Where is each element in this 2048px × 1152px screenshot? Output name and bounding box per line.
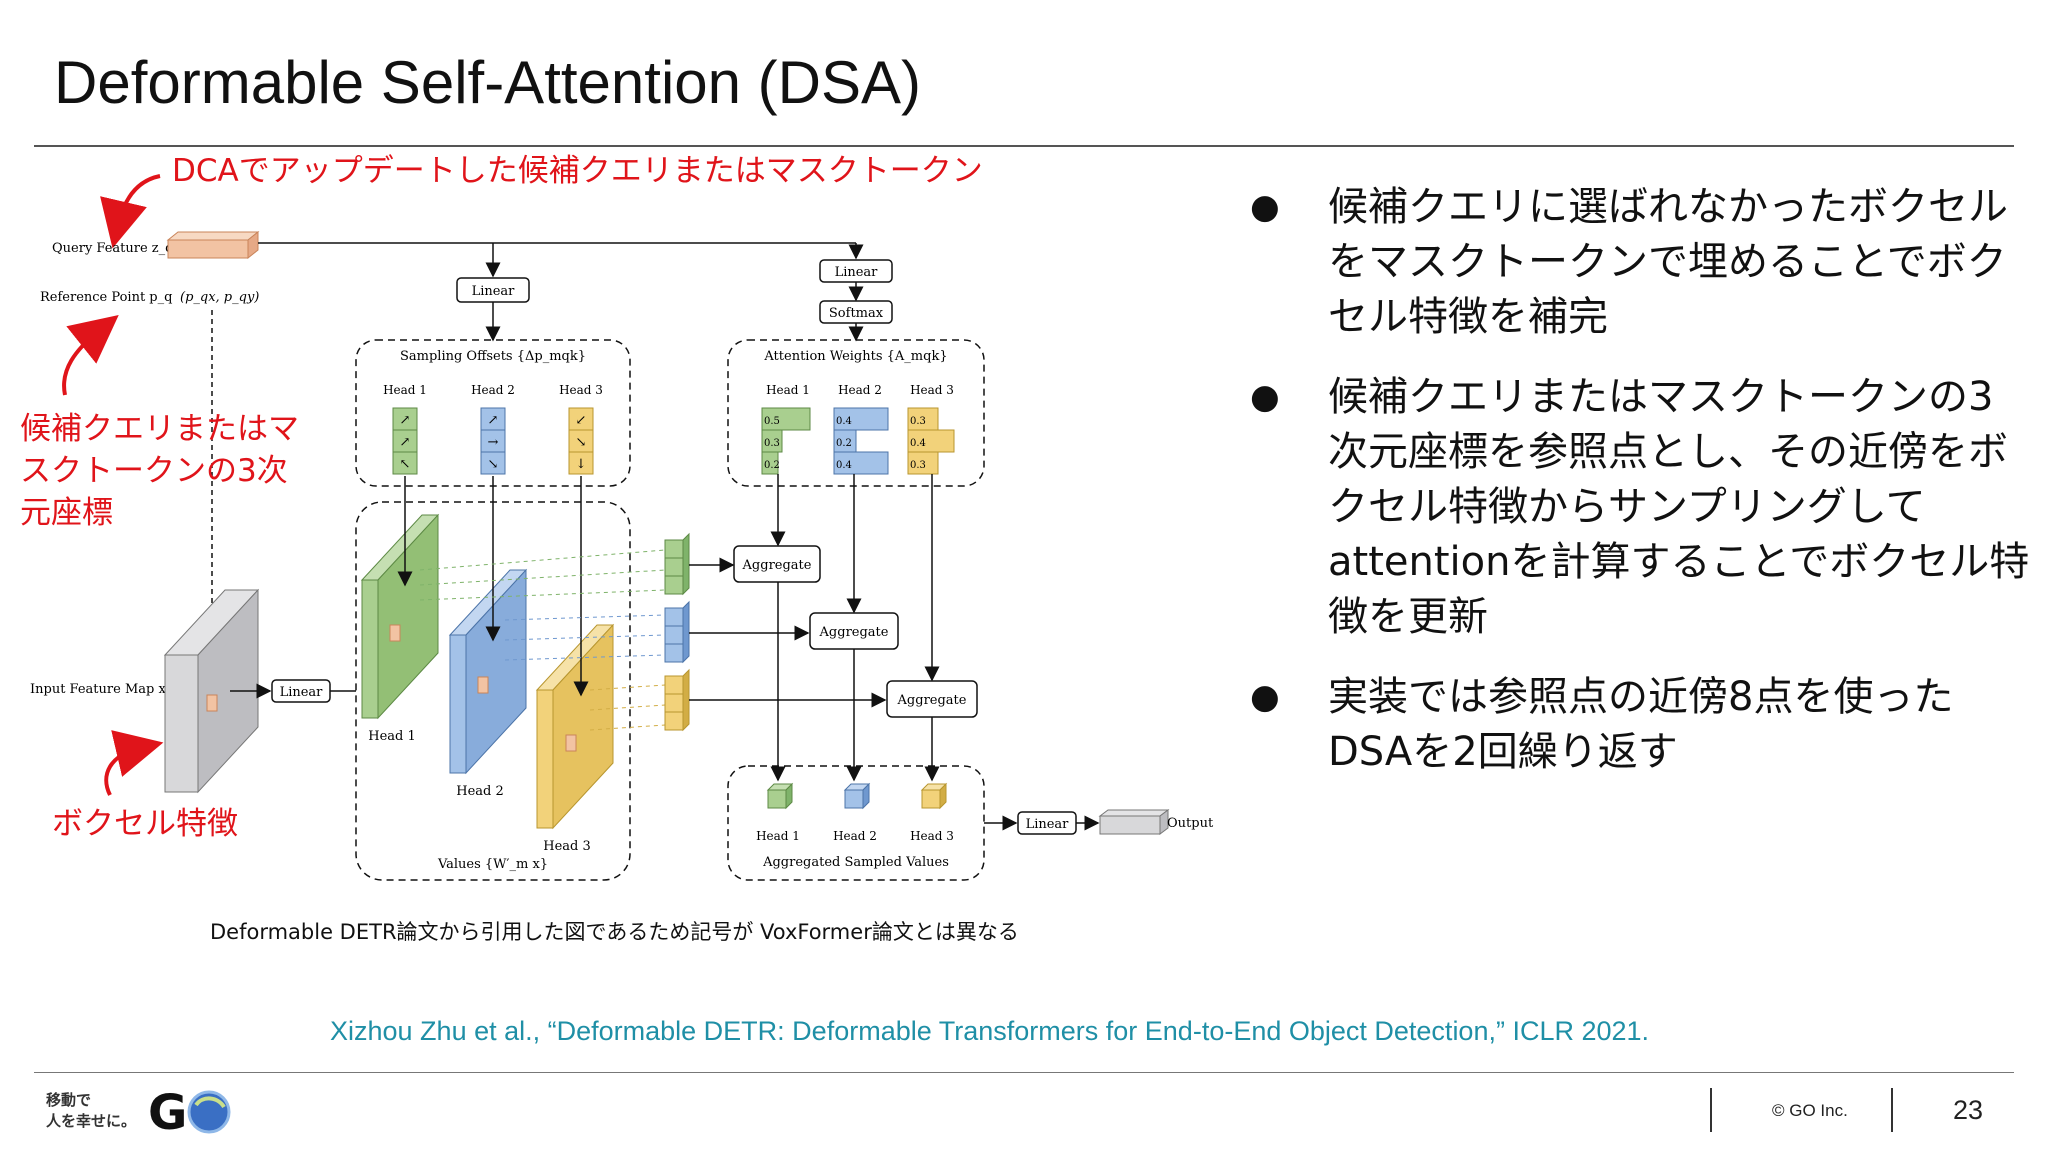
page-title: Deformable Self-Attention (DSA) — [54, 49, 922, 116]
svg-text:Head 3: Head 3 — [543, 839, 591, 854]
svg-text:Aggregate: Aggregate — [819, 625, 889, 640]
bullet-dot-icon: ● — [1250, 677, 1280, 717]
aggregate-box-head1 — [733, 545, 821, 583]
svg-text:Head 2: Head 2 — [833, 829, 877, 843]
value-plane-head3 — [535, 623, 615, 830]
svg-text:↗: ↗ — [400, 435, 411, 450]
svg-text:Head 1: Head 1 — [368, 729, 416, 744]
bullet-item: ● 候補クエリに選ばれなかったボクセルをマスクトークンで埋めることでボクセル特徴… — [1250, 180, 2030, 345]
svg-text:↗: ↗ — [400, 413, 411, 428]
svg-text:0.4: 0.4 — [836, 416, 852, 427]
svg-text:Aggregate: Aggregate — [897, 693, 967, 708]
sampled-stack-head1 — [664, 532, 690, 596]
aggregated-cube-head3 — [920, 782, 948, 810]
svg-text:↘: ↘ — [576, 435, 587, 450]
svg-text:Head 3: Head 3 — [910, 829, 954, 843]
go-logo: GO — [148, 1085, 231, 1137]
aggregated-values-label: Aggregated Sampled Values — [762, 855, 949, 870]
offset-cells-head1: ↗ ↗ ↖ — [392, 407, 418, 475]
citation: Xizhou Zhu et al., “Deformable DETR: Def… — [330, 1016, 1650, 1046]
svg-text:Softmax: Softmax — [829, 306, 884, 321]
offset-cells-head3: ↙ ↘ ↓ — [568, 407, 594, 475]
sampling-lines — [419, 549, 666, 731]
values-label: Values {W′_m x} — [437, 857, 548, 872]
svg-text:0.4: 0.4 — [836, 460, 852, 471]
svg-text:Linear: Linear — [472, 284, 516, 299]
svg-text:Head 2: Head 2 — [471, 383, 515, 397]
dsa-diagram: Query Feature z_q Reference Point p_q (p… — [30, 174, 1214, 881]
svg-text:↖: ↖ — [400, 457, 411, 472]
svg-text:Head 2: Head 2 — [456, 784, 504, 799]
offset-cells-head2: ↗ → ↘ — [480, 407, 506, 475]
weight-cells-head2: 0.4 0.2 0.4 — [833, 407, 889, 475]
value-plane-head1 — [360, 513, 440, 720]
footer-separator — [1891, 1088, 1893, 1132]
weight-cells-head1: 0.5 0.3 0.2 — [761, 407, 811, 475]
svg-text:0.3: 0.3 — [910, 460, 926, 471]
svg-text:Head 1: Head 1 — [756, 829, 800, 843]
svg-text:Linear: Linear — [835, 265, 879, 280]
svg-text:0.4: 0.4 — [910, 438, 926, 449]
svg-text:Aggregate: Aggregate — [742, 558, 812, 573]
sampled-stack-head3 — [664, 668, 690, 732]
bullet-dot-icon: ● — [1250, 377, 1280, 417]
sampled-stack-head2 — [664, 600, 690, 664]
voxel-arrow — [104, 730, 164, 796]
svg-text:0.3: 0.3 — [910, 416, 926, 427]
svg-text:0.3: 0.3 — [764, 438, 780, 449]
attention-weights-label: Attention Weights {A_mqk} — [763, 349, 947, 364]
svg-text:↘: ↘ — [488, 457, 499, 472]
svg-text:Head 3: Head 3 — [910, 383, 954, 397]
dca-arrow — [100, 174, 161, 249]
footer-divider — [34, 1072, 2014, 1073]
aggregated-values-group — [727, 765, 985, 881]
output-label: Output — [1167, 816, 1214, 831]
aggregated-cube-head2 — [843, 782, 871, 810]
page-number: 23 — [1953, 1095, 1984, 1125]
query-feature-label: Query Feature z_q — [52, 241, 173, 256]
weight-cells-head3: 0.3 0.4 0.3 — [907, 407, 955, 475]
reference-point-label: Reference Point p_q — [40, 290, 172, 305]
svg-text:0.5: 0.5 — [764, 416, 780, 427]
figure-caption: Deformable DETR論文から引用した図であるため記号が VoxForm… — [210, 920, 1019, 944]
svg-text:↙: ↙ — [576, 413, 587, 428]
title-divider — [34, 145, 2014, 147]
bullet-item: ● 候補クエリまたはマスクトークンの3次元座標を参照点とし、その近傍をボクセル特… — [1250, 370, 2030, 645]
svg-text:Head 1: Head 1 — [383, 383, 427, 397]
sampling-offsets-label: Sampling Offsets {Δp_mqk} — [400, 349, 586, 364]
input-feature-map-block — [163, 588, 260, 794]
input-feature-map-label: Input Feature Map x — [30, 682, 166, 697]
bullet-list: ● 候補クエリに選ばれなかったボクセルをマスクトークンで埋めることでボクセル特徴… — [1250, 180, 2030, 805]
svg-text:→: → — [488, 435, 499, 450]
svg-text:Head 3: Head 3 — [559, 383, 603, 397]
bullet-dot-icon: ● — [1250, 187, 1280, 227]
svg-text:Head 1: Head 1 — [766, 383, 810, 397]
svg-text:Head 2: Head 2 — [838, 383, 882, 397]
svg-text:0.2: 0.2 — [764, 460, 780, 471]
ref-point-annotation: 候補クエリまたはマ スクトークンの3次 元座標 — [20, 411, 299, 531]
svg-text:↗: ↗ — [488, 413, 499, 428]
output-block — [1098, 809, 1170, 835]
dca-annotation: DCAでアップデートした候補クエリまたはマスクトークン — [172, 153, 983, 189]
aggregated-cube-head1 — [766, 782, 794, 810]
svg-text:Linear: Linear — [280, 685, 324, 700]
copyright: © GO Inc. — [1772, 1101, 1848, 1120]
footer-separator — [1710, 1088, 1712, 1132]
attention-weights-group — [727, 339, 985, 487]
svg-text:0.2: 0.2 — [836, 438, 852, 449]
reference-coords: (p_qx, p_qy) — [180, 290, 259, 305]
query-feature-block — [166, 230, 260, 260]
bullet-item: ● 実装では参照点の近傍8点を使ったDSAを2回繰り返す — [1250, 670, 2030, 780]
refpoint-arrow — [62, 315, 119, 396]
tagline: 移動で 人を幸せに。 — [46, 1091, 137, 1130]
svg-text:Linear: Linear — [1026, 817, 1070, 832]
voxel-annotation: ボクセル特徴 — [52, 806, 238, 842]
value-plane-head2 — [448, 568, 528, 775]
svg-text:↓: ↓ — [576, 457, 587, 472]
